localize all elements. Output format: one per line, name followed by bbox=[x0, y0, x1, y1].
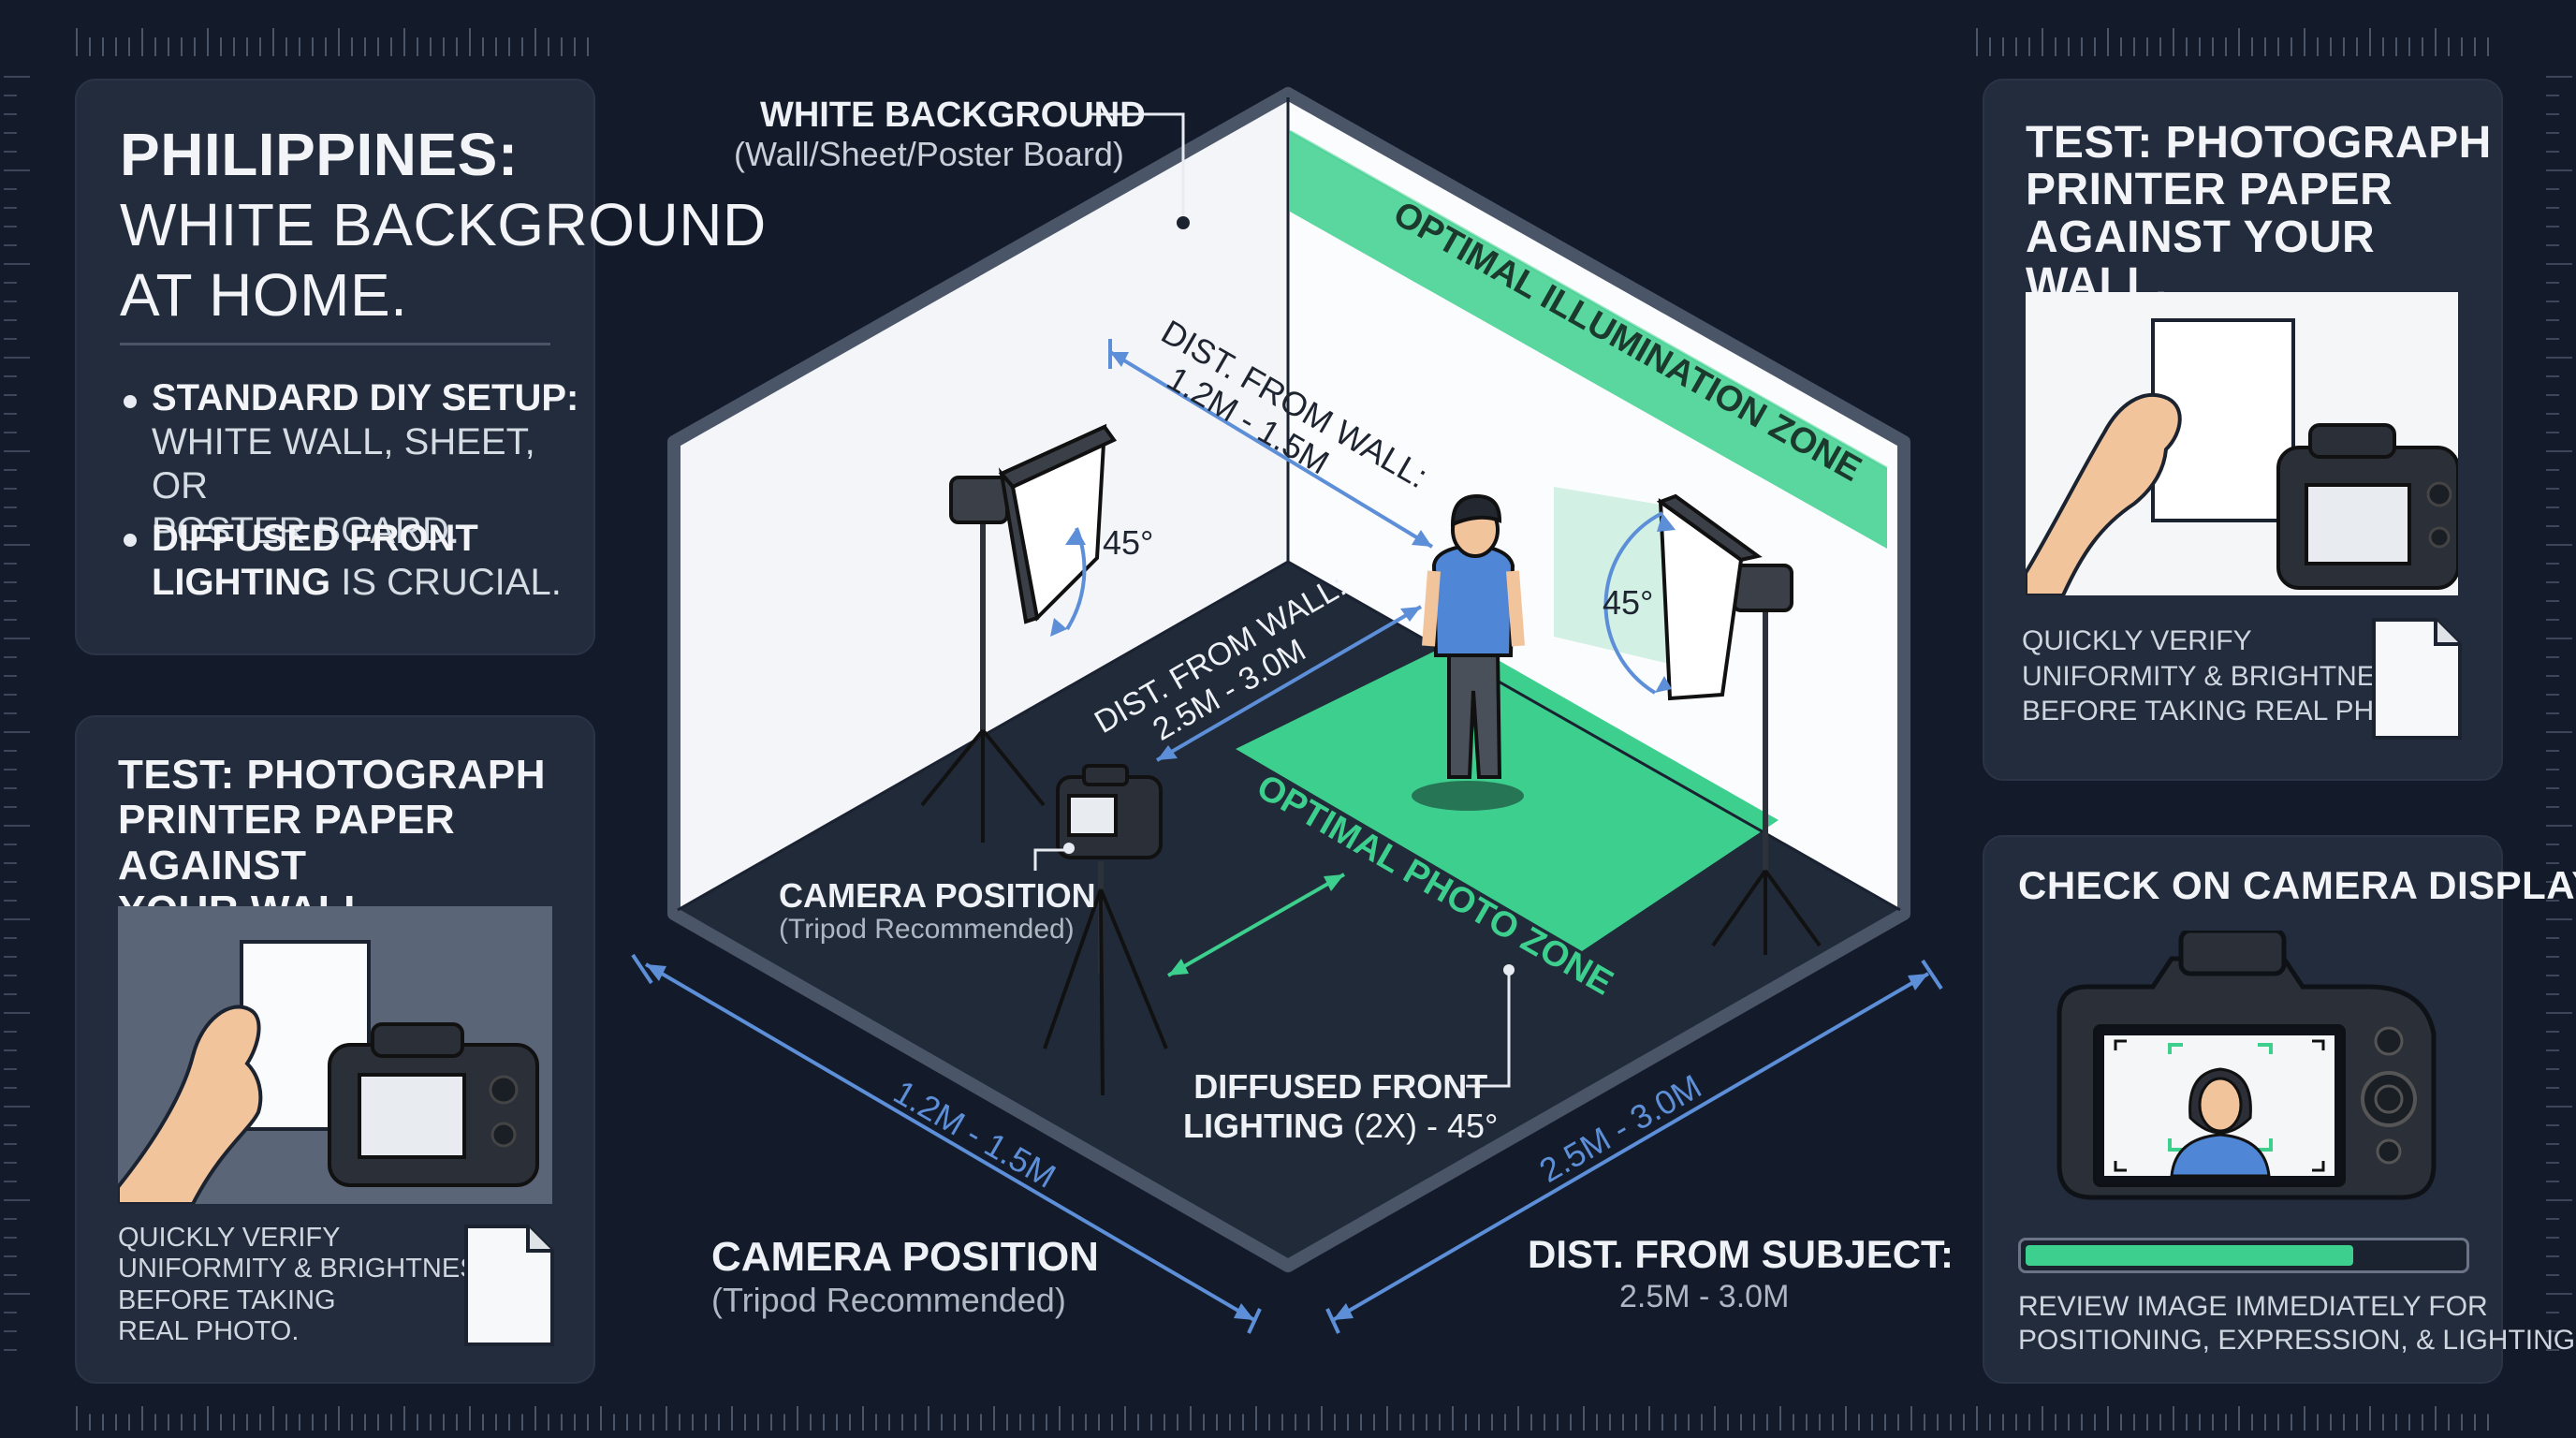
test-left-illustration bbox=[118, 906, 552, 1204]
bullet2-text: IS CRUCIAL. bbox=[330, 562, 562, 604]
focus-frame bbox=[2168, 1043, 2273, 1152]
bullet1-text-b: POSTER BOARD. bbox=[152, 509, 460, 551]
lighting-label-b: LIGHTING (2X) - 45° bbox=[1183, 1107, 1498, 1146]
hand-icon bbox=[118, 1005, 263, 1204]
intro-title-line3: AT HOME. bbox=[120, 261, 408, 330]
bullet-dot-2 bbox=[124, 534, 137, 547]
lighting-label: DIFFUSED FRONT LIGHTING (2X) - 45° bbox=[1183, 1067, 1498, 1147]
right-wall bbox=[1288, 97, 1900, 910]
intro-title-bold: PHILIPPINES: bbox=[120, 121, 519, 188]
camera-on-tripod bbox=[1043, 764, 1168, 1096]
room-outline bbox=[667, 87, 1910, 1272]
lighting-label-b-bold: LIGHTING bbox=[1183, 1107, 1344, 1146]
test-left-title-b: PRINTER PAPER AGAINST bbox=[118, 797, 456, 888]
intro-bullet-1: STANDARD DIY SETUP: WHITE WALL, SHEET, O… bbox=[152, 376, 593, 553]
lighting-label-b-rest: (2X) - 45° bbox=[1343, 1107, 1499, 1146]
intro-title: PHILIPPINES: WHITE BACKGROUND AT HOME. bbox=[120, 121, 767, 330]
bullet2-bold-a: DIFFUSED FRONT bbox=[152, 518, 478, 559]
top-ruler-left bbox=[76, 28, 589, 56]
test-left-panel: TEST: PHOTOGRAPH PRINTER PAPER AGAINST Y… bbox=[75, 715, 595, 1384]
top-ruler-right bbox=[1976, 28, 2489, 56]
test-left-desc: QUICKLY VERIFY UNIFORMITY & BRIGHTNESS B… bbox=[118, 1223, 496, 1347]
angle-right-label: 45° bbox=[1603, 583, 1653, 622]
bottom-ruler bbox=[76, 1406, 2489, 1431]
bullet2-bold-b: LIGHTING bbox=[152, 562, 331, 604]
bottom-camera-sub: (Tripod Recommended) bbox=[711, 1281, 1066, 1319]
test-right-desc-b: UNIFORMITY & BRIGHTNESS bbox=[2022, 660, 2413, 692]
camera-position-sub: (Tripod Recommended) bbox=[779, 914, 1075, 945]
illumination-band bbox=[1290, 131, 1887, 549]
bottom-dist-value: 2.5M - 3.0M bbox=[1619, 1279, 1790, 1314]
right-ruler bbox=[2546, 76, 2572, 1351]
test-left-title-a: TEST: PHOTOGRAPH bbox=[118, 752, 547, 798]
review-progress-fill bbox=[2026, 1245, 2353, 1266]
test-right-title-b: PRINTER PAPER bbox=[2026, 165, 2393, 215]
white-background-label: WHITE BACKGROUND bbox=[760, 95, 1146, 135]
intro-bullet-2: DIFFUSED FRONT LIGHTING IS CRUCIAL. bbox=[152, 517, 562, 605]
camera-display-title: CHECK ON CAMERA DISPLAY bbox=[2018, 863, 2576, 907]
dimension-arrows bbox=[631, 339, 1943, 1334]
test-right-illustration bbox=[2026, 292, 2458, 595]
test-left-desc-d: REAL PHOTO. bbox=[118, 1316, 300, 1347]
camera-display-desc: REVIEW IMAGE IMMEDIATELY FOR POSITIONING… bbox=[2018, 1290, 2576, 1357]
right-softbox-light bbox=[1656, 493, 1822, 955]
standing-person bbox=[1412, 493, 1525, 811]
camera-back-illustration bbox=[2056, 931, 2437, 1200]
document-icon bbox=[2372, 618, 2462, 740]
camera-display-desc-a: REVIEW IMAGE IMMEDIATELY FOR bbox=[2018, 1291, 2488, 1322]
document-icon bbox=[464, 1225, 554, 1346]
camera-display-desc-b: POSITIONING, EXPRESSION, & LIGHTING. bbox=[2018, 1325, 2576, 1356]
camera-position-label: CAMERA POSITION bbox=[779, 876, 1096, 915]
test-right-panel: TEST: PHOTOGRAPH PRINTER PAPER AGAINST Y… bbox=[1983, 79, 2503, 781]
camera-icon bbox=[2276, 423, 2458, 590]
review-progress-track bbox=[2018, 1238, 2469, 1273]
camera-icon bbox=[328, 1022, 539, 1187]
bullet-dot-1 bbox=[124, 395, 137, 408]
test-right-desc-a: QUICKLY VERIFY bbox=[2022, 625, 2252, 656]
test-right-title-a: TEST: PHOTOGRAPH bbox=[2026, 118, 2492, 168]
white-background-sub: (Wall/Sheet/Poster Board) bbox=[734, 135, 1124, 173]
intro-divider bbox=[120, 343, 550, 345]
camera-display-panel: CHECK ON CAMERA DISPLAY REVIEW IMAGE IMM… bbox=[1983, 835, 2576, 1384]
angle-left-label: 45° bbox=[1103, 523, 1153, 562]
bottom-camera-label: CAMERA POSITION bbox=[711, 1234, 1099, 1280]
arrow-heads bbox=[646, 352, 1928, 1320]
bullet1-text-a: WHITE WALL, SHEET, OR bbox=[152, 421, 535, 507]
test-left-desc-a: QUICKLY VERIFY bbox=[118, 1223, 341, 1253]
bottom-dist-label: DIST. FROM SUBJECT: bbox=[1528, 1232, 1954, 1276]
printer-paper bbox=[2151, 318, 2295, 522]
left-softbox-light bbox=[920, 423, 1118, 843]
lighting-label-a: DIFFUSED FRONT bbox=[1193, 1067, 1488, 1106]
intro-title-line2: WHITE BACKGROUND bbox=[120, 191, 767, 259]
intro-panel: PHILIPPINES: WHITE BACKGROUND AT HOME. S… bbox=[75, 79, 766, 655]
bullet1-bold: STANDARD DIY SETUP: bbox=[152, 377, 579, 418]
photo-zone-arrow bbox=[1167, 873, 1345, 977]
test-left-desc-c: BEFORE TAKING bbox=[118, 1284, 336, 1315]
test-right-title: TEST: PHOTOGRAPH PRINTER PAPER AGAINST Y… bbox=[2026, 118, 2501, 309]
hand-icon bbox=[2026, 393, 2182, 595]
person-portrait-icon bbox=[2170, 1067, 2271, 1178]
left-ruler bbox=[4, 76, 30, 1351]
test-left-desc-b: UNIFORMITY & BRIGHTNESS bbox=[118, 1254, 496, 1284]
